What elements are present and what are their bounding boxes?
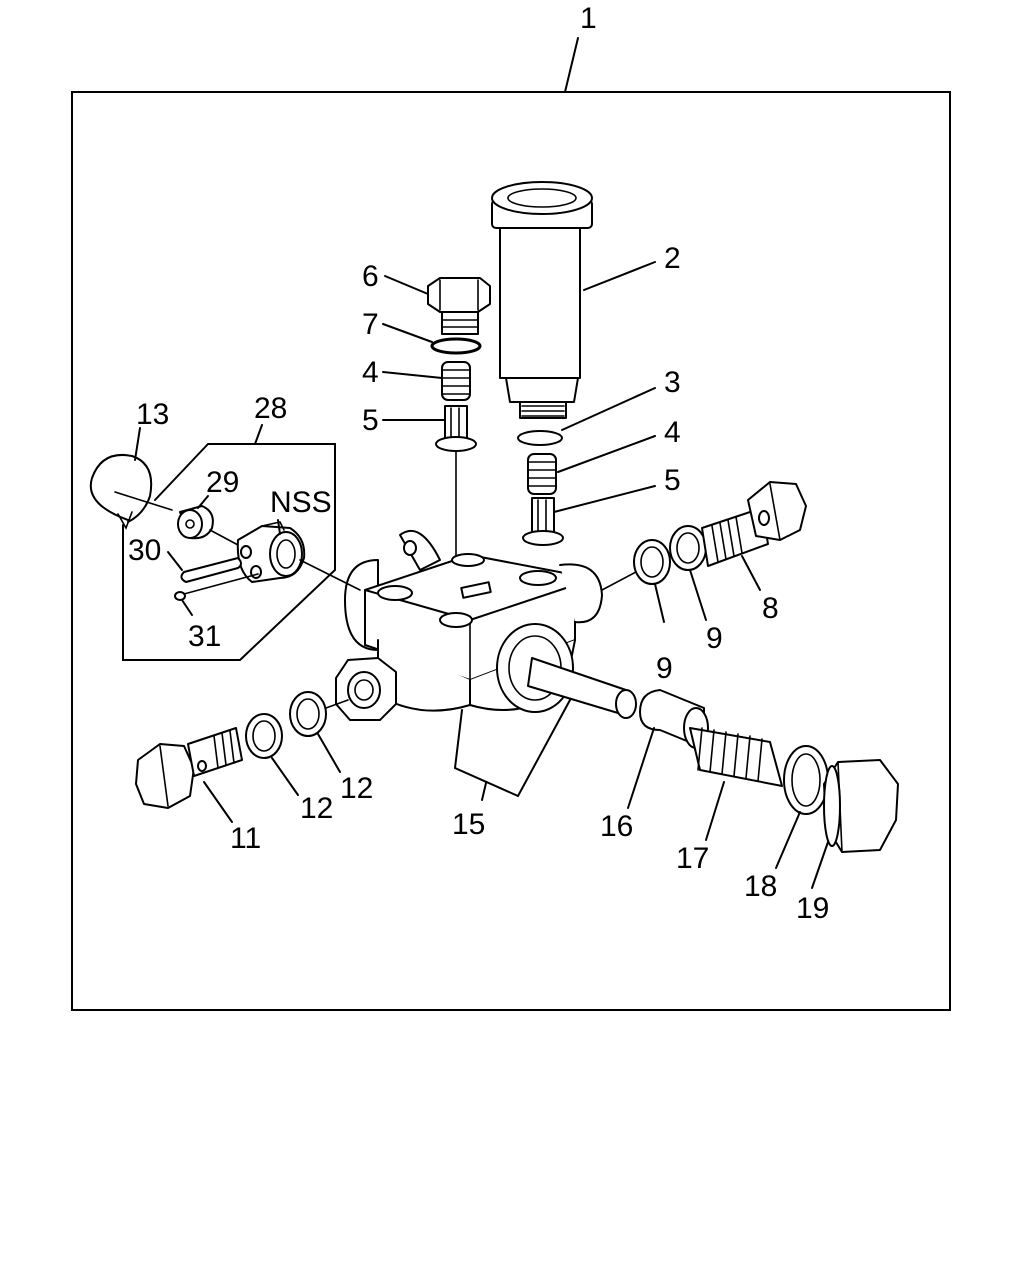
part-5-valve-left — [435, 405, 477, 452]
axis-9 — [601, 571, 637, 591]
leader-1 — [564, 37, 579, 93]
part-4-spring-left — [441, 361, 471, 401]
callout-18: 18 — [744, 870, 777, 903]
callout-15: 15 — [452, 808, 485, 841]
part-6-plug — [427, 277, 491, 335]
part-15-piston — [527, 657, 637, 719]
leader-2 — [583, 261, 656, 291]
callout-1: 1 — [580, 2, 597, 35]
subassembly-28-frame — [122, 443, 336, 661]
leader-15-tail — [481, 782, 487, 801]
leader-5b — [553, 485, 656, 513]
leader-9b — [689, 569, 707, 621]
axis-13 — [114, 491, 173, 511]
callout-4-right: 4 — [664, 416, 681, 449]
callout-9-a: 9 — [656, 652, 673, 685]
part-9-washer-a-inner — [640, 546, 664, 578]
leader-28-b — [154, 443, 209, 501]
leader-29 — [197, 495, 209, 509]
leader-30 — [167, 551, 183, 571]
callout-29: 29 — [206, 466, 239, 499]
leader-nss — [277, 519, 281, 535]
leader-12a — [271, 757, 299, 796]
callout-6: 6 — [362, 260, 379, 293]
callout-4-left: 4 — [362, 356, 379, 389]
part-3-o-ring — [517, 430, 563, 446]
part-31-small-pin — [174, 573, 259, 601]
callout-12-a: 12 — [300, 792, 333, 825]
part-11-banjo-bolt — [135, 727, 243, 809]
callout-16: 16 — [600, 810, 633, 843]
part-12-washer-a-inner — [252, 720, 276, 752]
part-18-washer — [783, 745, 829, 815]
part-12-washer-a — [245, 713, 283, 759]
callout-5-left: 5 — [362, 404, 379, 437]
callout-30: 30 — [128, 534, 161, 567]
part-5-valve-right — [522, 497, 564, 546]
part-2-primer-pump — [491, 181, 593, 419]
part-12-washer-b-inner — [296, 698, 320, 730]
part-9-washer-a — [633, 539, 671, 585]
assembly-frame — [71, 91, 951, 1011]
leader-8 — [741, 555, 761, 591]
part-7-o-ring — [430, 337, 482, 355]
leader-16 — [627, 727, 655, 809]
leader-4b — [557, 435, 656, 473]
leader-9a — [654, 583, 665, 623]
callout-28: 28 — [254, 392, 287, 425]
callout-nss: NSS — [270, 486, 332, 519]
callout-19: 19 — [796, 892, 829, 925]
callout-2: 2 — [664, 242, 681, 275]
part-17-spring — [689, 727, 783, 787]
axis-tappet — [299, 559, 361, 591]
part-tappet-nss — [236, 521, 306, 583]
axis-29 — [209, 529, 239, 546]
leader-4a — [382, 371, 443, 379]
part-18-washer-inner — [791, 753, 821, 807]
leader-17 — [705, 781, 725, 841]
part-29-roller — [177, 505, 214, 540]
leader-7 — [382, 323, 433, 343]
callout-7: 7 — [362, 308, 379, 341]
callout-17: 17 — [676, 842, 709, 875]
leader-13 — [134, 427, 141, 461]
callout-8: 8 — [762, 592, 779, 625]
leader-18 — [775, 811, 801, 869]
leader-11 — [203, 781, 233, 823]
part-12-washer-b — [289, 691, 327, 737]
part-8-banjo-bolt — [701, 481, 807, 567]
callout-3: 3 — [664, 366, 681, 399]
part-19-plug — [823, 759, 899, 853]
callout-9-b: 9 — [706, 622, 723, 655]
leader-31 — [181, 599, 193, 616]
part-9-washer-b-inner — [676, 532, 700, 564]
callout-31: 31 — [188, 620, 221, 653]
leader-6 — [384, 275, 429, 295]
callout-5-right: 5 — [664, 464, 681, 497]
axis-12 — [325, 699, 349, 709]
leader-3 — [561, 387, 656, 431]
callout-13: 13 — [136, 398, 169, 431]
part-13-snap-ring — [89, 454, 153, 530]
part-4-spring-right — [527, 453, 557, 495]
leader-12b — [317, 733, 341, 773]
part-30-pin — [180, 557, 242, 583]
leader-15 — [453, 699, 571, 798]
callout-11: 11 — [230, 822, 261, 855]
leader-19 — [811, 841, 829, 889]
callout-12-b: 12 — [340, 772, 373, 805]
leader-28 — [254, 424, 263, 445]
